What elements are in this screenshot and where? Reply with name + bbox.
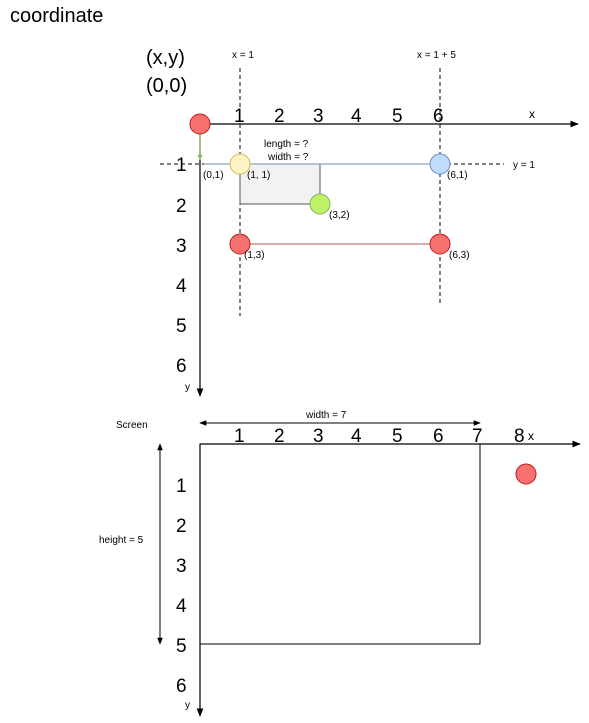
x-tick-label: 7 [472, 426, 483, 447]
screen-x-tick-labels: 1 2 3 4 5 6 7 8 [234, 426, 525, 447]
y-tick-label: 3 [176, 556, 187, 577]
point-3-2 [309, 193, 331, 215]
x-tick-label: 2 [274, 106, 285, 127]
y-tick-label: 1 [176, 476, 187, 497]
point-label-1-1: (1, 1) [247, 170, 270, 181]
rectangle-region [239, 163, 321, 205]
width-label: width = ? [267, 152, 309, 163]
point-label-3-2: (3,2) [329, 210, 350, 221]
y-tick-label: 6 [176, 676, 187, 697]
guide-x6-label: x = 1 + 5 [417, 50, 456, 61]
screen-x-axis-label: x [528, 429, 534, 443]
origin-notation: (x,y) [146, 47, 185, 69]
screen-width-label: width = 7 [305, 410, 347, 421]
point-outside-screen [515, 463, 537, 485]
x-tick-label: 6 [433, 426, 444, 447]
origin-value: (0,0) [146, 75, 187, 97]
y-tick-label: 2 [176, 516, 187, 537]
y-tick-label: 3 [176, 236, 187, 257]
screen-diagram: Screen width = 7 height = 5 x y 1 2 3 4 … [99, 410, 581, 717]
x-tick-label: 4 [351, 106, 362, 127]
x-tick-label: 6 [433, 106, 444, 127]
x-tick-label: 2 [274, 426, 285, 447]
guide-x1-label: x = 1 [232, 50, 254, 61]
screen-height-label: height = 5 [99, 535, 144, 546]
y-axis-label: y [185, 382, 190, 393]
x-tick-label: 1 [234, 426, 245, 447]
guide-y1-label: y = 1 [513, 160, 535, 171]
y-tick-labels: 1 2 3 4 5 6 [176, 155, 187, 377]
point-label-6-3: (6,3) [449, 250, 470, 261]
x-tick-label: 5 [392, 106, 403, 127]
page-title: coordinate [10, 5, 103, 27]
point-origin [189, 113, 211, 135]
point-label-0-1: (0,1) [203, 170, 224, 181]
point-6-3 [429, 233, 451, 255]
screen-label: Screen [116, 420, 148, 431]
y-tick-label: 4 [176, 276, 187, 297]
point-1-3 [229, 233, 251, 255]
screen-y-axis-label: y [185, 700, 190, 711]
length-label: length = ? [264, 139, 309, 150]
x-tick-label: 4 [351, 426, 362, 447]
y-tick-label: 2 [176, 196, 187, 217]
point-label-6-1: (6,1) [447, 170, 468, 181]
x-tick-label: 1 [234, 106, 245, 127]
x-tick-label: 5 [392, 426, 403, 447]
x-tick-labels: 1 2 3 4 5 6 [234, 106, 444, 127]
x-tick-label: 8 [514, 426, 525, 447]
x-tick-label: 3 [313, 106, 324, 127]
point-label-1-3: (1,3) [244, 250, 265, 261]
top-coordinate-diagram: (x,y) (0,0) x = 1 x = 1 + 5 y = 1 x y 1 … [146, 47, 579, 397]
y-tick-label: 4 [176, 596, 187, 617]
x-tick-label: 3 [313, 426, 324, 447]
y-tick-label: 6 [176, 356, 187, 377]
screen-y-tick-labels: 1 2 3 4 5 6 [176, 476, 187, 697]
point-6-1 [429, 153, 451, 175]
y-tick-label: 5 [176, 316, 187, 337]
y-tick-label: 5 [176, 636, 187, 657]
screen-rectangle [199, 443, 481, 645]
point-1-1 [229, 153, 251, 175]
y-tick-label: 1 [176, 155, 187, 176]
x-axis-label: x [529, 107, 535, 121]
